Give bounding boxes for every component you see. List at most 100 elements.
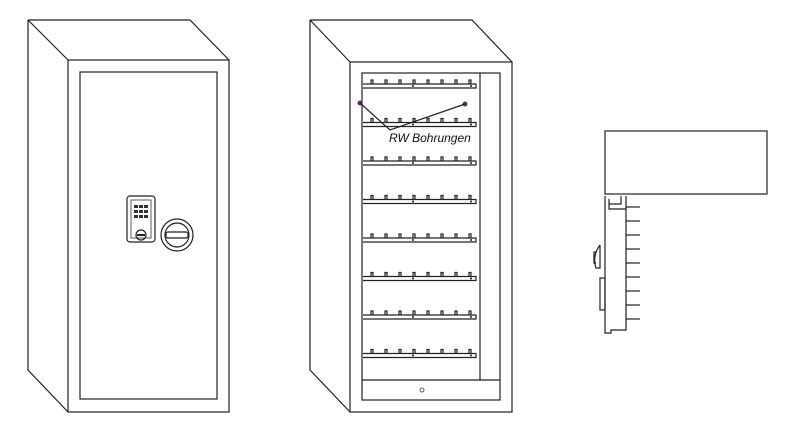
key-shelf bbox=[363, 348, 477, 359]
key-hook bbox=[426, 156, 430, 161]
key-hook bbox=[384, 156, 388, 161]
key-hook bbox=[440, 156, 444, 161]
keypad-key bbox=[134, 210, 138, 213]
keypad-lock-icon bbox=[126, 195, 156, 243]
side-lock-icon bbox=[593, 244, 601, 269]
key-hook bbox=[440, 194, 444, 200]
key-hook bbox=[370, 310, 374, 315]
key-hook bbox=[454, 233, 458, 238]
key-hook bbox=[398, 156, 402, 161]
key-hook bbox=[426, 194, 430, 200]
key-hook bbox=[426, 348, 430, 354]
key-hook bbox=[384, 79, 388, 84]
key-hook bbox=[426, 117, 430, 123]
key-hook bbox=[384, 348, 388, 354]
key-hook bbox=[398, 271, 402, 277]
key-hook bbox=[440, 233, 444, 238]
key-hook bbox=[370, 233, 374, 238]
key-hook bbox=[398, 194, 402, 200]
key-hook bbox=[440, 79, 444, 84]
key-hook bbox=[370, 79, 374, 84]
key-hook bbox=[384, 194, 388, 200]
key-hook bbox=[468, 79, 472, 84]
key-hook bbox=[384, 310, 388, 315]
keypad-key bbox=[144, 205, 148, 208]
top-view-box bbox=[604, 130, 768, 195]
safe-front-frame bbox=[349, 61, 513, 413]
key-hook bbox=[468, 194, 472, 200]
closed-safe bbox=[27, 19, 230, 413]
safe-body-outline bbox=[27, 19, 230, 413]
key-hook bbox=[384, 233, 388, 238]
key-hook bbox=[454, 156, 458, 161]
key-hook bbox=[412, 271, 416, 277]
keypad-key bbox=[134, 215, 138, 218]
key-hook bbox=[454, 194, 458, 200]
key-hook bbox=[398, 79, 402, 84]
key-hook bbox=[412, 117, 416, 123]
drill-holes-label: RW Bohrungen bbox=[389, 131, 471, 145]
keypad-key bbox=[134, 205, 138, 208]
keypad-key bbox=[144, 215, 148, 218]
key-hook bbox=[468, 233, 472, 238]
keypad-key bbox=[139, 210, 143, 213]
key-hook bbox=[412, 156, 416, 161]
safe-body-outline bbox=[309, 19, 513, 413]
key-hook bbox=[412, 194, 416, 200]
key-shelf bbox=[363, 271, 477, 282]
key-hook bbox=[384, 271, 388, 277]
lock-hole bbox=[419, 387, 425, 393]
key-hook bbox=[412, 79, 416, 84]
key-hook bbox=[412, 233, 416, 238]
key-shelf bbox=[363, 310, 477, 320]
key-hook bbox=[398, 310, 402, 315]
key-hook bbox=[426, 233, 430, 238]
keypad-key bbox=[144, 210, 148, 213]
side-view bbox=[593, 130, 768, 334]
key-shelf bbox=[363, 156, 477, 166]
key-hook bbox=[440, 271, 444, 277]
safe-front-frame bbox=[67, 59, 230, 413]
key-hook bbox=[454, 348, 458, 354]
key-hook bbox=[370, 348, 374, 354]
key-hook bbox=[412, 310, 416, 315]
key-shelves bbox=[363, 79, 477, 359]
key-hook bbox=[454, 310, 458, 315]
key-shelf bbox=[363, 117, 477, 128]
key-hook bbox=[440, 348, 444, 354]
key-shelf bbox=[363, 233, 477, 243]
leader-lines bbox=[359, 102, 466, 131]
safe-door bbox=[79, 71, 218, 400]
key-shelf bbox=[363, 194, 477, 205]
key-hook bbox=[370, 271, 374, 277]
side-hinge bbox=[599, 277, 606, 311]
key-hook bbox=[468, 348, 472, 354]
key-hook bbox=[398, 233, 402, 238]
key-hook bbox=[426, 271, 430, 277]
key-hook bbox=[454, 117, 458, 123]
key-hook bbox=[440, 117, 444, 123]
drill-hole-markers bbox=[357, 100, 468, 131]
rotary-handle-icon bbox=[160, 218, 194, 252]
key-hook bbox=[370, 156, 374, 161]
key-hook bbox=[398, 117, 402, 123]
key-hook bbox=[454, 79, 458, 84]
key-hook bbox=[370, 117, 374, 123]
key-hook bbox=[468, 156, 472, 161]
key-hook bbox=[412, 348, 416, 354]
side-panel bbox=[604, 196, 627, 334]
key-hook bbox=[398, 348, 402, 354]
keypad-key bbox=[139, 205, 143, 208]
key-hook bbox=[440, 310, 444, 315]
key-hook bbox=[454, 271, 458, 277]
key-shelf bbox=[363, 79, 477, 89]
key-hook bbox=[468, 271, 472, 277]
key-hook bbox=[468, 117, 472, 123]
key-hook bbox=[426, 310, 430, 315]
safe-interior bbox=[361, 72, 501, 401]
key-hook bbox=[370, 194, 374, 200]
side-hooks bbox=[626, 206, 640, 320]
key-hook bbox=[468, 310, 472, 315]
